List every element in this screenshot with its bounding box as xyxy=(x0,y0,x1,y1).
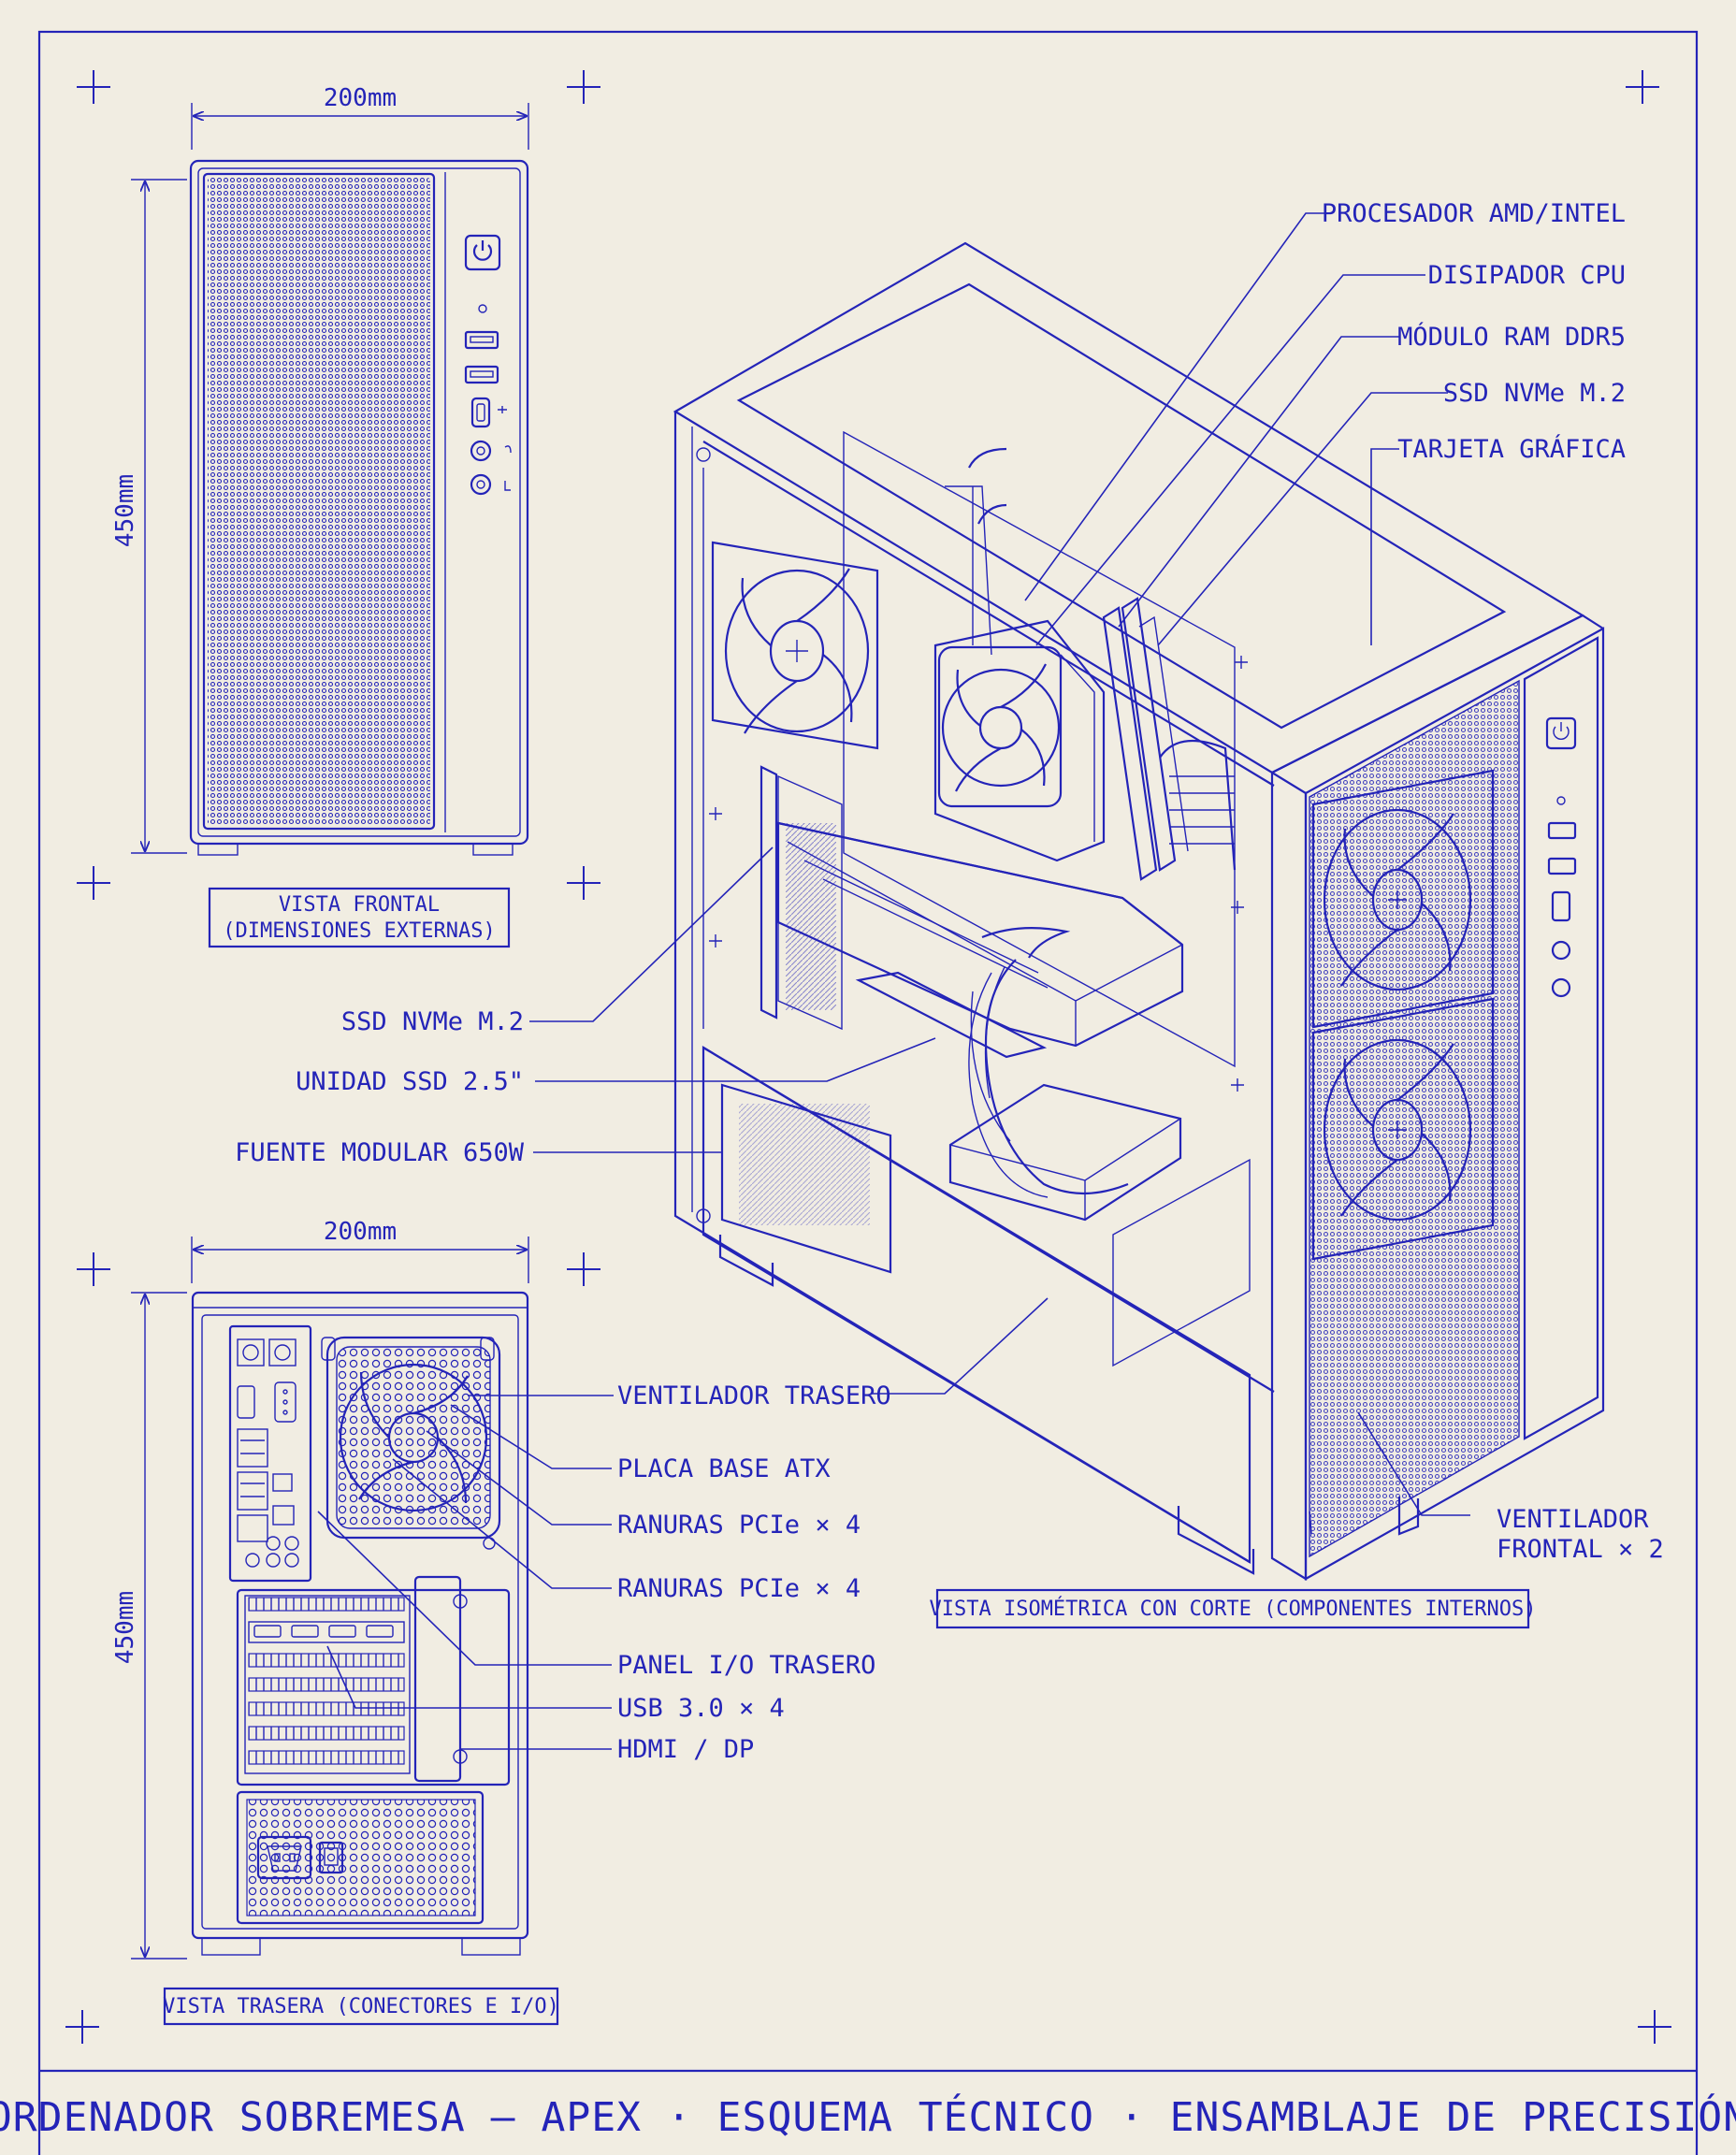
usb-port-icon xyxy=(464,330,499,350)
rear-height-dimension: 450mm xyxy=(111,1591,139,1664)
motherboard-atx xyxy=(843,430,1236,1068)
rear-view: 200mm 450mm xyxy=(111,1218,529,1960)
front-width-dimension: 200mm xyxy=(324,84,397,112)
front-fan-lower-icon xyxy=(1311,997,1495,1261)
usb-port-icon xyxy=(464,365,499,384)
front-caption-line1: VISTA FRONTAL xyxy=(279,893,440,917)
callout-cpu: PROCESADOR AMD/INTEL xyxy=(1322,199,1626,228)
isometric-cutaway-view xyxy=(673,241,1605,1581)
callout-nvme-left: SSD NVMe M.2 xyxy=(341,1007,524,1036)
callout-leaders xyxy=(317,212,1470,1750)
gpu-bracket-icon xyxy=(413,1575,462,1783)
callout-rear-io: PANEL I/O TRASERO xyxy=(617,1651,875,1680)
sheet-border xyxy=(37,30,1699,2155)
iso-view-caption: VISTA ISOMÉTRICA CON CORTE (COMPONENTES … xyxy=(929,1588,1537,1629)
callout-nvme-top: SSD NVMe M.2 xyxy=(1443,379,1626,408)
title-block-text: ORDENADOR SOBREMESA — APEX · ESQUEMA TÉC… xyxy=(0,2093,1736,2141)
power-button-iso-icon xyxy=(1545,716,1577,750)
power-switch-icon xyxy=(318,1841,344,1874)
m2-ssd-icon xyxy=(855,971,1048,1059)
rear-fan-icon xyxy=(326,1336,501,1540)
callout-front-fan-line2: FRONTAL × 2 xyxy=(1497,1535,1664,1564)
callout-pcie-slots-1: RANURAS PCIe × 4 xyxy=(617,1511,861,1540)
power-socket-icon xyxy=(256,1835,312,1880)
cpu-cooler-icon xyxy=(933,447,1106,862)
registration-marks xyxy=(65,70,1671,2044)
power-led-icon xyxy=(478,304,487,313)
graphics-card-icon xyxy=(776,821,1184,1048)
front-caption-line2: (DIMENSIONES EXTERNAS) xyxy=(223,919,495,943)
usb-c-port-icon xyxy=(470,397,491,428)
rear-caption: VISTA TRASERA (CONECTORES E I/O) xyxy=(163,1995,559,2018)
rear-view-caption: VISTA TRASERA (CONECTORES E I/O) xyxy=(163,1987,559,2026)
ssd-25-icon xyxy=(948,1083,1182,1222)
rear-io-panel xyxy=(228,1324,312,1583)
power-button-icon xyxy=(464,234,501,271)
cable-loom xyxy=(968,739,1237,1198)
callout-usb: USB 3.0 × 4 xyxy=(617,1694,785,1723)
audio-jack-icon xyxy=(470,440,492,462)
callout-hdmi-dp: HDMI / DP xyxy=(617,1735,754,1764)
front-view: 200mm 450mm xyxy=(111,84,529,856)
callout-gpu: TARJETA GRÁFICA xyxy=(1397,434,1626,464)
callout-motherboard: PLACA BASE ATX xyxy=(617,1454,831,1483)
callout-pcie-slots-2: RANURAS PCIe × 4 xyxy=(617,1574,861,1603)
iso-caption: VISTA ISOMÉTRICA CON CORTE (COMPONENTES … xyxy=(929,1597,1536,1621)
ram-modules-icon xyxy=(1102,597,1189,881)
front-io-iso xyxy=(1545,716,1577,998)
case-front-panel xyxy=(1304,627,1605,1581)
callout-ram: MÓDULO RAM DDR5 xyxy=(1397,322,1626,352)
audio-jack-icon xyxy=(470,473,492,496)
front-height-dimension: 450mm xyxy=(111,474,139,547)
rear-fan-iso-icon xyxy=(711,541,879,750)
callout-ssd-25: UNIDAD SSD 2.5" xyxy=(296,1067,524,1096)
rear-width-dimension: 200mm xyxy=(324,1218,397,1246)
callout-cpu-cooler: DISIPADOR CPU xyxy=(1428,261,1626,290)
callout-rear-fan: VENTILADOR TRASERO xyxy=(617,1381,891,1410)
front-fan-upper-icon xyxy=(1311,769,1495,1029)
callout-psu: FUENTE MODULAR 650W xyxy=(235,1138,525,1167)
callout-front-fan-line1: VENTILADOR xyxy=(1497,1505,1649,1534)
front-view-caption: VISTA FRONTAL (DIMENSIONES EXTERNAS) xyxy=(208,887,511,948)
front-mesh-panel xyxy=(208,178,430,825)
